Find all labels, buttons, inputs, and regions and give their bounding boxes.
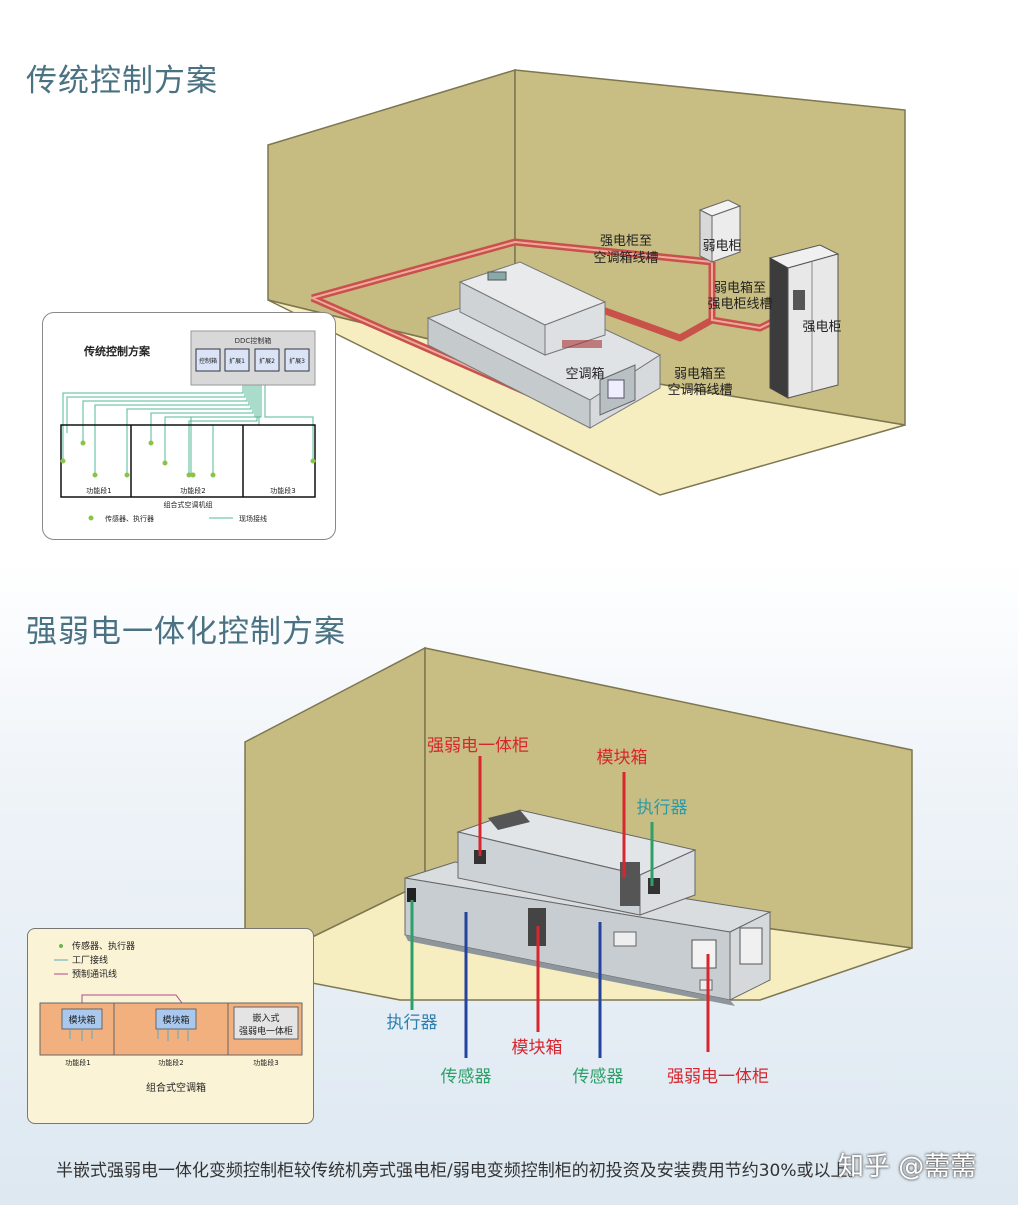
label-cable2-line1: 弱电箱至 xyxy=(714,280,766,296)
inset1-legend-wire: 现场接线 xyxy=(239,514,267,523)
section2-title: 强弱电一体化控制方案 xyxy=(26,614,346,650)
section1-title: 传统控制方案 xyxy=(26,63,218,99)
ahu-drawing xyxy=(426,261,662,429)
integrated-wiring-svg: 传感器、执行器 工厂接线 预制通讯线 模块箱 模块箱 嵌入式 强弱电一体柜 功能… xyxy=(39,940,303,1094)
label-integrated-cabinet-bottom: 强弱电一体柜 xyxy=(667,1067,769,1087)
label-sensor-left: 传感器 xyxy=(441,1067,492,1087)
ddc-title: DDC控制箱 xyxy=(235,336,272,345)
label-cable3-line2: 空调箱线槽 xyxy=(667,382,732,398)
label-strong-cabinet: 强电柜 xyxy=(802,320,841,335)
label-cable3-line1: 弱电箱至 xyxy=(674,366,726,382)
inset2-embedded-line2: 强弱电一体柜 xyxy=(239,1025,293,1037)
integrated-wiring-inset: 传感器、执行器 工厂接线 预制通讯线 模块箱 模块箱 嵌入式 强弱电一体柜 功能… xyxy=(27,928,314,1124)
inset2-legend-comm: 预制通讯线 xyxy=(72,968,117,980)
inset1-unit-name: 组合式空调机组 xyxy=(164,500,213,509)
inset1-title: 传统控制方案 xyxy=(83,344,151,358)
label-module-box-bottom: 模块箱 xyxy=(512,1038,563,1058)
inset2-unit-name: 组合式空调箱 xyxy=(146,1081,206,1094)
label-ahu: 空调箱 xyxy=(565,366,604,382)
label-integrated-cabinet-top: 强弱电一体柜 xyxy=(427,736,529,756)
label-actuator-top: 执行器 xyxy=(637,798,688,818)
inset2-module-2: 模块箱 xyxy=(162,1014,189,1026)
weak-cabinet-drawing xyxy=(698,199,742,263)
inset2-section-label-2: 功能段2 xyxy=(158,1058,183,1067)
footer-caption: 半嵌式强弱电一体化变频控制柜较传统机旁式强电柜/弱电变频控制柜的初投资及安装费用… xyxy=(56,1161,865,1181)
inset1-legend-sensor: 传感器、执行器 xyxy=(105,514,154,523)
ddc-module-1: 控制箱 xyxy=(199,357,217,365)
strong-cabinet-drawing xyxy=(768,244,840,399)
label-cable1-line1: 强电柜至 xyxy=(600,234,652,249)
inset1-section-3: 功能段3 xyxy=(270,486,295,495)
ddc-module-3: 扩展2 xyxy=(259,357,275,365)
inset2-module-1: 模块箱 xyxy=(68,1014,95,1026)
integrated-ahu-drawing xyxy=(404,809,772,1006)
traditional-scheme-scene: 强电柜至 空调箱线槽 弱电柜 弱电箱至 强电柜线槽 强电柜 空调箱 弱电箱至 空… xyxy=(267,68,906,496)
sensor-dots xyxy=(60,440,316,478)
inset2-embedded-line1: 嵌入式 xyxy=(252,1012,279,1024)
inset2-legend-sensor: 传感器、执行器 xyxy=(72,940,135,952)
inset2-section-label-1: 功能段1 xyxy=(65,1058,90,1067)
label-cable1-line2: 空调箱线槽 xyxy=(593,250,658,266)
label-cable2-line2: 强电柜线槽 xyxy=(707,297,772,312)
inset1-section-2: 功能段2 xyxy=(180,486,205,495)
label-module-box-top: 模块箱 xyxy=(597,748,648,768)
inset2-section-label-3: 功能段3 xyxy=(253,1058,278,1067)
callout-lines xyxy=(410,756,710,1058)
label-actuator-left: 执行器 xyxy=(387,1013,438,1033)
watermark: 知乎 @薷薷 xyxy=(838,1152,977,1182)
label-weak-cabinet: 弱电柜 xyxy=(702,239,741,254)
ddc-module-4: 扩展3 xyxy=(289,357,305,365)
field-wiring xyxy=(62,385,314,475)
inset1-section-1: 功能段1 xyxy=(86,486,111,495)
label-sensor-right: 传感器 xyxy=(573,1067,624,1087)
traditional-wiring-svg: 传统控制方案 DDC控制箱 控制箱 扩展1 扩展2 扩展3 xyxy=(60,330,316,523)
inset2-legend-factory: 工厂接线 xyxy=(72,954,108,966)
ddc-module-2: 扩展1 xyxy=(229,357,245,365)
traditional-wiring-inset: 传统控制方案 DDC控制箱 控制箱 扩展1 扩展2 扩展3 xyxy=(42,312,336,540)
integrated-scheme-scene: 强弱电一体柜 模块箱 执行器 执行器 模块箱 传感器 传感器 强弱电一体柜 xyxy=(242,646,913,1087)
